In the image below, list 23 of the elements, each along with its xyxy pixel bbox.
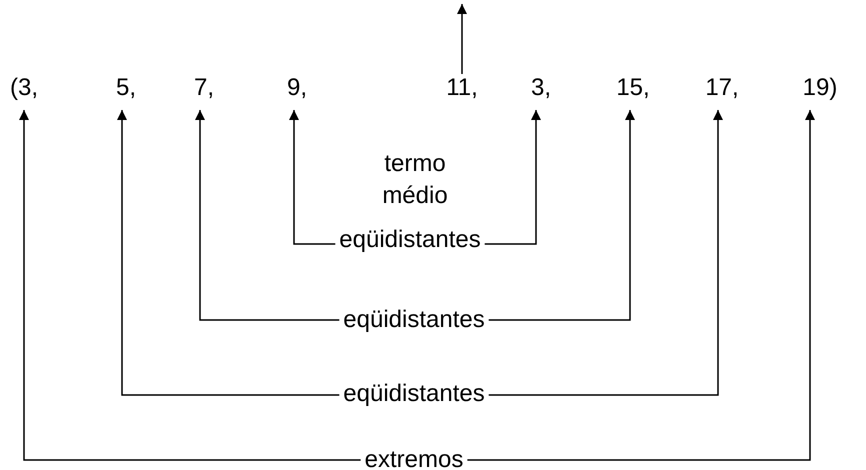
middle-term-label: termo médio	[370, 148, 460, 212]
sequence-term: 3,	[531, 74, 551, 102]
leader-line	[19, 110, 361, 461]
sequence-term: 9,	[287, 74, 307, 102]
leader-line	[467, 110, 815, 461]
leader-line	[289, 110, 336, 245]
bracket-label: eqüidistantes	[343, 380, 485, 408]
sequence-term: 5,	[116, 74, 136, 102]
leader-line	[117, 110, 340, 396]
sequence-term: 7,	[194, 74, 214, 102]
bracket-label: eqüidistantes	[343, 306, 485, 334]
bracket-label: eqüidistantes	[339, 226, 481, 254]
leader-line	[488, 110, 635, 321]
leader-line	[484, 110, 541, 245]
leader-line	[488, 110, 723, 396]
sequence-term: 17,	[705, 74, 739, 102]
arrow	[457, 4, 467, 74]
sequence-term: 11,	[446, 74, 478, 102]
bracket-label: extremos	[364, 446, 464, 470]
sequence-term: 15,	[616, 74, 650, 102]
sequence-term: 19)	[802, 74, 838, 102]
sequence-term: (3,	[10, 74, 38, 102]
leader-line	[195, 110, 340, 321]
